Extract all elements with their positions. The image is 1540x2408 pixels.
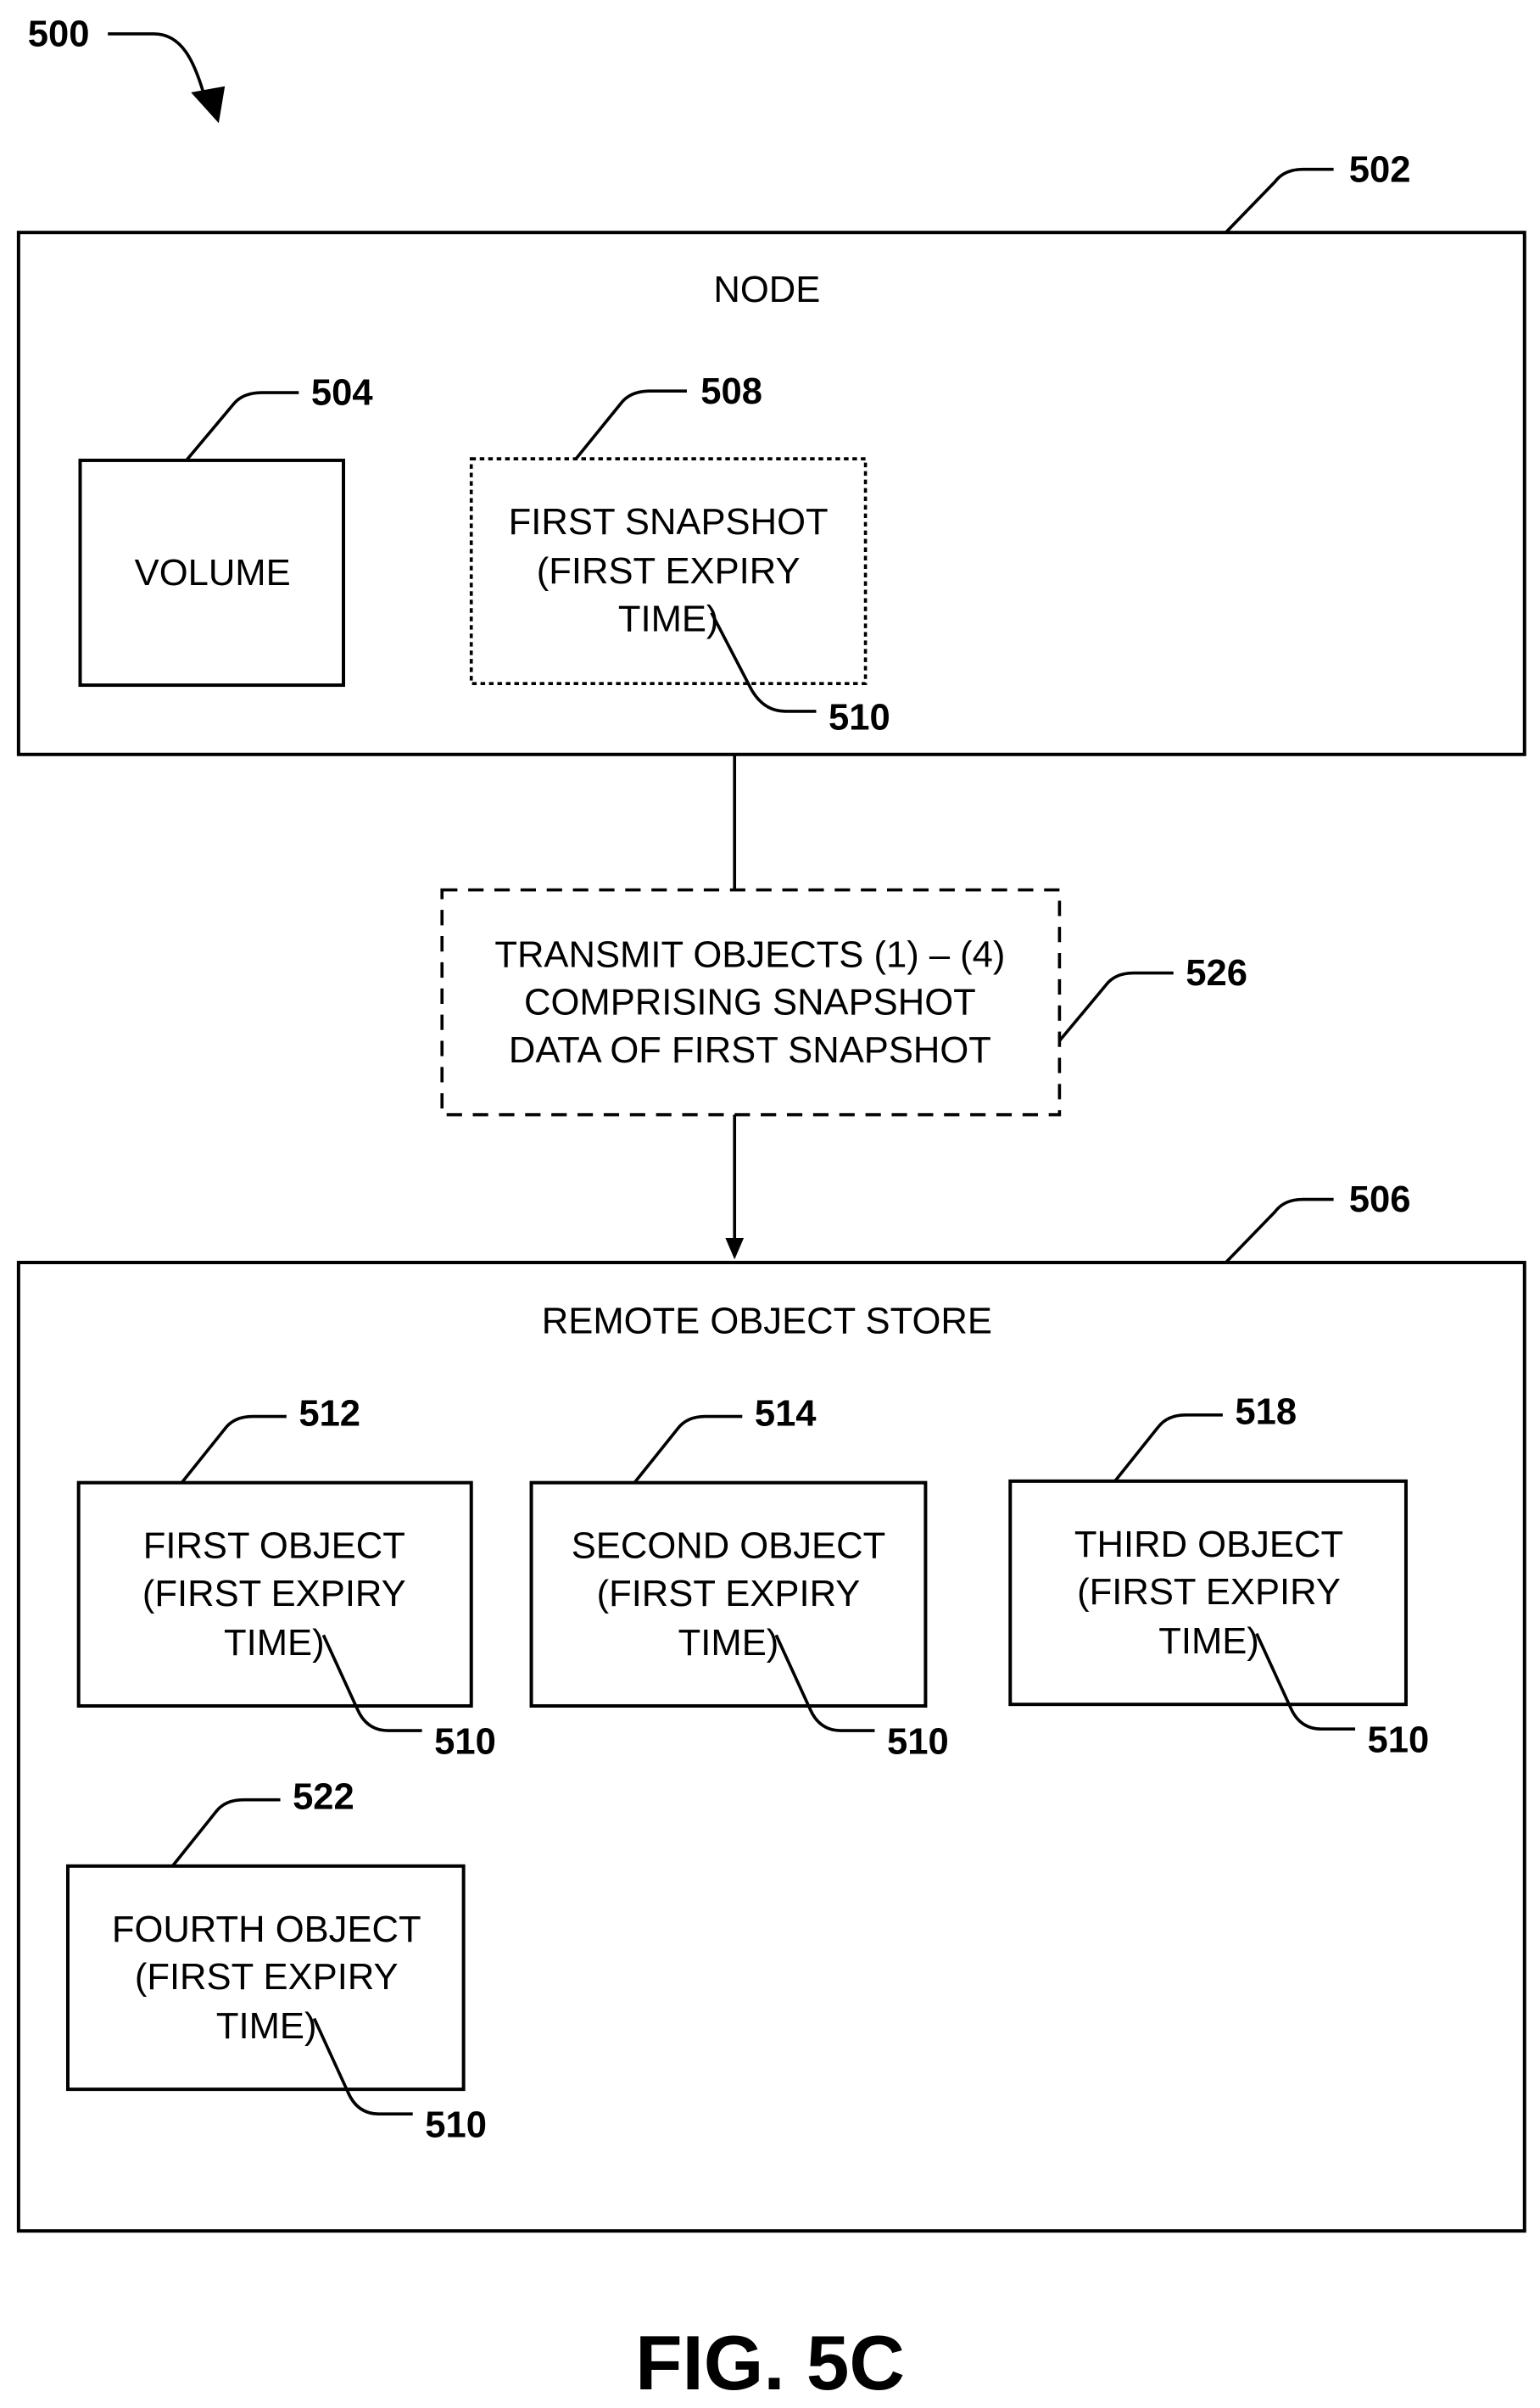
snapshot-expiry-ref-label: 510 [829, 698, 890, 739]
store-ref-label: 506 [1349, 1179, 1411, 1220]
snapshot-line-1: FIRST SNAPSHOT [509, 502, 829, 543]
snapshot-line-2: (FIRST EXPIRY [537, 551, 801, 592]
node-box [19, 232, 1525, 755]
object-line-2: (FIRST EXPIRY [142, 1574, 406, 1614]
volume-ref-leader [187, 393, 299, 460]
snapshot-ref-label: 508 [700, 371, 762, 412]
object-line-2: (FIRST EXPIRY [1077, 1572, 1341, 1613]
object-ref-leader [634, 1417, 742, 1483]
object-expiry-leader [323, 1635, 421, 1731]
figure-ref-arrowhead-icon [191, 86, 225, 124]
object-expiry-ref-label: 510 [1368, 1720, 1430, 1760]
figure-caption: FIG. 5C [635, 2321, 905, 2406]
object-second[interactable]: 514 SECOND OBJECT (FIRST EXPIRY TIME) 51… [532, 1393, 949, 1762]
object-first[interactable]: 512 FIRST OBJECT (FIRST EXPIRY TIME) 510 [79, 1393, 496, 1762]
object-ref-label: 522 [293, 1777, 354, 1818]
node-ref-label: 502 [1349, 149, 1411, 190]
arrowhead-down-icon [725, 1238, 744, 1259]
figure-ref-label: 500 [28, 14, 90, 54]
object-expiry-leader [1257, 1634, 1355, 1730]
object-expiry-ref-label: 510 [887, 1721, 949, 1762]
transmit-ref-leader [1059, 973, 1173, 1041]
object-line-3: TIME) [216, 2006, 317, 2047]
snapshot-line-3: TIME) [618, 599, 719, 640]
snapshot-ref-leader [576, 391, 687, 459]
store-title: REMOTE OBJECT STORE [542, 1302, 992, 1342]
object-line-1: FIRST OBJECT [143, 1526, 405, 1567]
object-ref-label: 518 [1235, 1392, 1297, 1433]
transmit-step: TRANSMIT OBJECTS (1) – (4) COMPRISING SN… [442, 890, 1247, 1115]
node-title: NODE [713, 270, 820, 310]
object-line-3: TIME) [1158, 1621, 1259, 1662]
volume-label: VOLUME [135, 553, 291, 594]
node-container: 502 NODE 504 VOLUME 508 FIRST SNAPSHOT (… [19, 149, 1525, 754]
object-line-2: (FIRST EXPIRY [597, 1574, 861, 1614]
object-line-2: (FIRST EXPIRY [135, 1957, 399, 1998]
snapshot-expiry-leader [711, 613, 816, 711]
object-ref-leader [1115, 1415, 1223, 1481]
store-ref-leader [1225, 1200, 1333, 1263]
object-expiry-leader [776, 1635, 874, 1731]
object-expiry-ref-label: 510 [425, 2104, 487, 2145]
transmit-line-2: COMPRISING SNAPSHOT [524, 983, 976, 1023]
object-ref-leader [172, 1800, 280, 1866]
transmit-line-3: DATA OF FIRST SNAPSHOT [509, 1030, 991, 1071]
object-ref-label: 512 [299, 1393, 360, 1434]
object-ref-leader [181, 1417, 286, 1483]
object-line-1: THIRD OBJECT [1074, 1525, 1343, 1565]
object-line-1: SECOND OBJECT [572, 1526, 885, 1567]
object-ref-label: 514 [755, 1393, 817, 1434]
remote-object-store-container: 506 REMOTE OBJECT STORE 512 FIRST OBJECT… [19, 1179, 1525, 2231]
figure-ref-arrow [108, 34, 204, 92]
volume-ref-label: 504 [311, 373, 373, 414]
transmit-ref-label: 526 [1186, 953, 1247, 994]
object-line-1: FOURTH OBJECT [112, 1909, 421, 1950]
object-fourth[interactable]: 522 FOURTH OBJECT (FIRST EXPIRY TIME) 51… [68, 1777, 487, 2146]
object-line-3: TIME) [224, 1623, 325, 1664]
node-ref-leader [1225, 170, 1333, 232]
transmit-line-1: TRANSMIT OBJECTS (1) – (4) [494, 934, 1005, 975]
object-third[interactable]: 518 THIRD OBJECT (FIRST EXPIRY TIME) 510 [1010, 1392, 1429, 1761]
object-line-3: TIME) [678, 1623, 779, 1664]
object-expiry-ref-label: 510 [434, 1721, 496, 1762]
object-expiry-leader [315, 2019, 413, 2115]
